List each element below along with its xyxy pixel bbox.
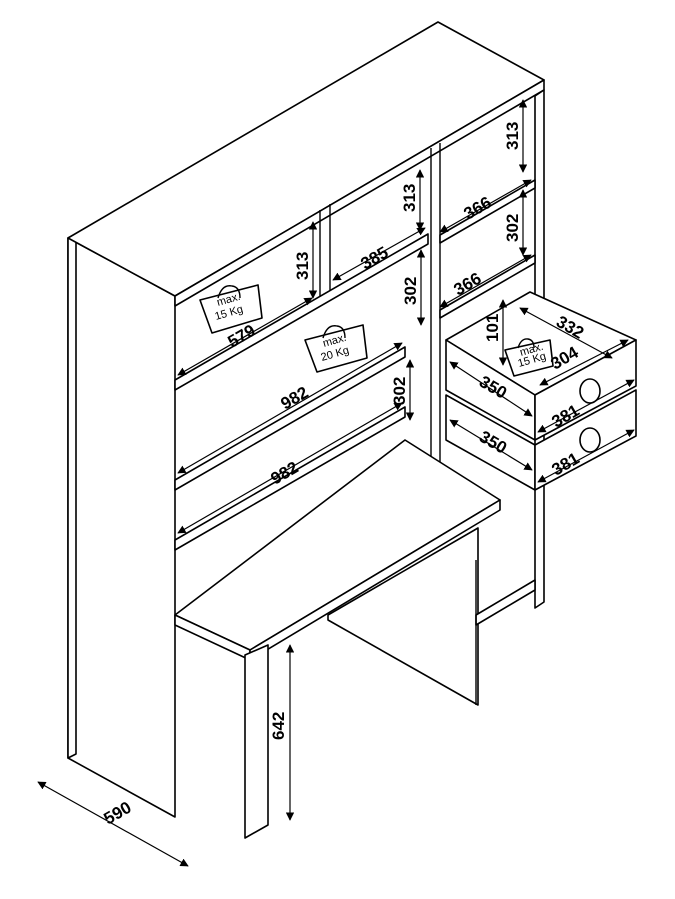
- drawer-lower-handle[interactable]: [579, 427, 601, 453]
- dim-drawer-inner-height: 101: [483, 314, 502, 342]
- left-side-front-edge: [67, 233, 77, 759]
- desk-back-panel: [327, 527, 479, 706]
- dim-depth: 590: [101, 798, 135, 829]
- hutch-body: [67, 21, 637, 839]
- dim-right-center-height: 313: [400, 184, 419, 212]
- weight-middle-shelf-icon: max. 20 Kg: [304, 324, 368, 373]
- dim-right-top-width: 366: [461, 193, 495, 224]
- dim-right-mid-height: 302: [503, 214, 522, 242]
- weight-top-shelf-icon: max. 15 Kg: [199, 284, 263, 334]
- left-side-panel: [67, 237, 176, 818]
- dim-mid-shelf-height: 302: [401, 277, 420, 305]
- lower-right-shelf: [475, 579, 536, 626]
- dim-desk-height: 642: [269, 712, 288, 740]
- dim-small-shelf-height: 302: [390, 377, 409, 405]
- desk-leg: [244, 644, 269, 839]
- dim-right-top-height: 313: [503, 122, 522, 150]
- dim-mid-compartment-height: 313: [293, 252, 312, 280]
